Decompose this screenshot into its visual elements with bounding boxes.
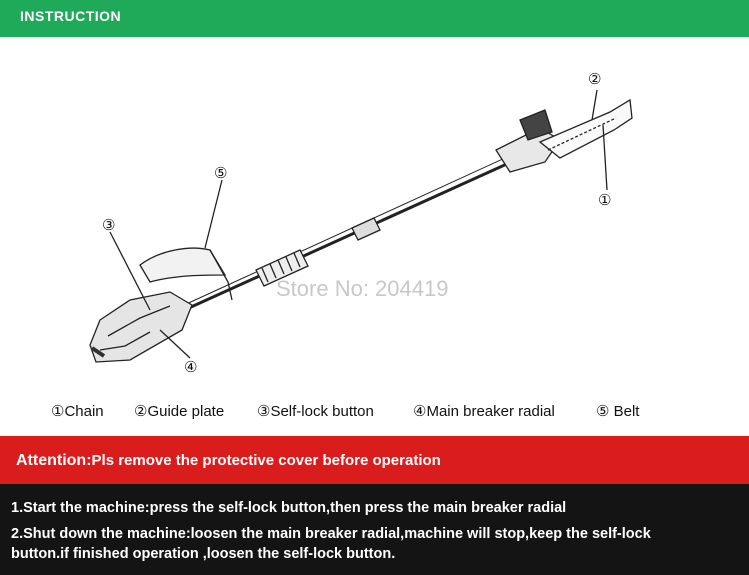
callout-1-label: ① (598, 191, 611, 209)
callout-4-label: ④ (184, 358, 197, 376)
page-title: INSTRUCTION (20, 8, 122, 24)
step-shutdown: 2.Shut down the machine:loosen the main … (11, 526, 651, 562)
attention-body: Pls remove the protective cover before o… (91, 452, 441, 469)
part-main-breaker-radial: ④Main breaker radial (413, 403, 555, 420)
part-chain: ①Chain (51, 403, 104, 420)
instructions-panel: 1.Start the machine:press the self-lock … (0, 484, 749, 575)
part-self-lock-button: ③Self-lock button (257, 403, 374, 420)
callout-3-label: ③ (102, 216, 115, 234)
part-guide-plate: ②Guide plate (134, 403, 225, 420)
parts-legend: ①Chain ②Guide plate ③Self-lock button ④M… (0, 402, 749, 424)
attention-message: Attention:Pls remove the protective cove… (16, 452, 441, 470)
callout-5-label: ⑤ (214, 164, 227, 182)
part-belt: ⑤ Belt (596, 403, 640, 420)
callout-2-label: ② (588, 70, 601, 88)
header-bar: INSTRUCTION (0, 0, 749, 37)
attention-banner: Attention:Pls remove the protective cove… (0, 436, 749, 484)
step-start: 1.Start the machine:press the self-lock … (11, 500, 567, 516)
attention-label: Attention: (16, 452, 92, 469)
store-watermark: Store No: 204419 (276, 276, 449, 301)
pole-saw-diagram: ② ① ③ ⑤ ④ (89, 70, 633, 376)
